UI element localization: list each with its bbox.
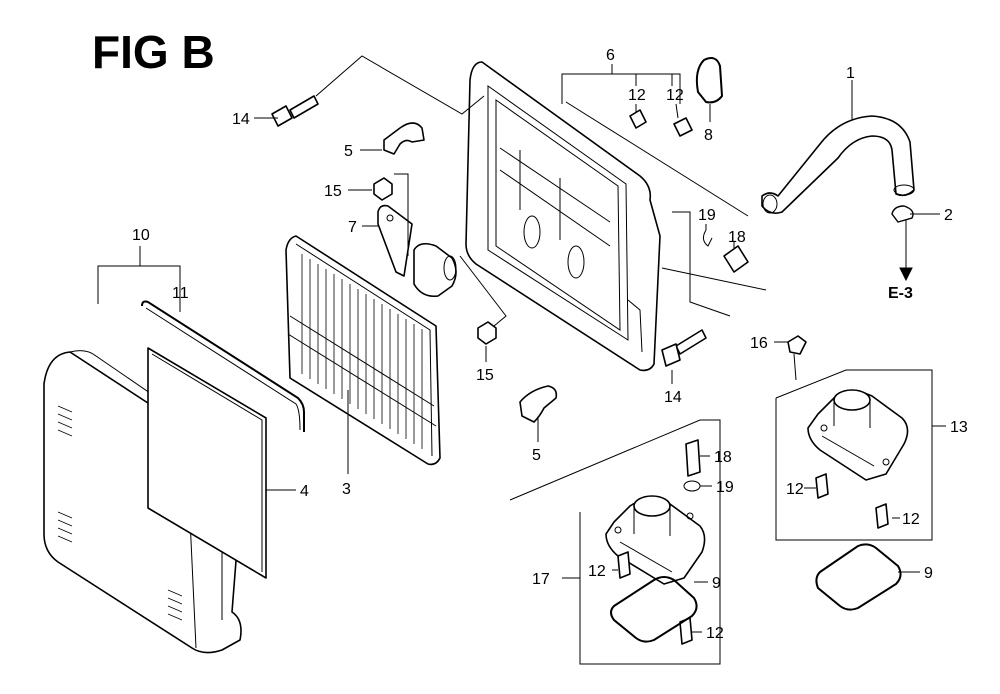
callout-labels: 1 2 3 4 5 5 6 7 8 9 9 10 11 12 12 12 12 … [132, 47, 968, 642]
callout-12c: 12 [786, 481, 804, 498]
callout-12b: 12 [666, 87, 684, 104]
callout-3: 3 [342, 481, 351, 498]
elbow-assembly-part [605, 439, 706, 645]
callout-15a: 15 [324, 183, 342, 200]
air-filter-element-part [285, 235, 441, 466]
callout-14a: 14 [232, 111, 250, 128]
callout-12e: 12 [588, 563, 606, 580]
callout-12d: 12 [902, 511, 920, 528]
clip-part [519, 385, 558, 423]
o-ring-part [702, 229, 713, 247]
callout-2: 2 [944, 207, 953, 224]
air-cleaner-case-part [465, 61, 661, 372]
callout-6: 6 [606, 47, 615, 64]
callout-14b: 14 [664, 389, 682, 406]
callout-18b: 18 [714, 449, 732, 466]
dowel-pin-part [723, 245, 749, 273]
elbow-assembly-part [787, 335, 909, 529]
callout-16: 16 [750, 335, 768, 352]
callout-8: 8 [704, 127, 713, 144]
bolt-part [271, 95, 319, 127]
callout-11: 11 [172, 285, 189, 302]
callout-5b: 5 [532, 447, 541, 464]
callout-7: 7 [348, 219, 357, 236]
callout-10: 10 [132, 227, 150, 244]
callout-19a: 19 [698, 207, 716, 224]
leader-lines [97, 55, 946, 665]
callout-4: 4 [300, 483, 309, 500]
gasket-part [610, 576, 698, 643]
pre-filter-part [147, 347, 267, 579]
callout-5a: 5 [344, 143, 353, 160]
clip-part [383, 122, 425, 155]
reference-label: E-3 [888, 285, 913, 302]
o-ring-part [695, 57, 724, 104]
callout-19b: 19 [716, 479, 734, 496]
callout-15b: 15 [476, 367, 494, 384]
bracket-part [377, 204, 457, 298]
callout-18a: 18 [728, 229, 746, 246]
callout-12a: 12 [628, 87, 646, 104]
callout-12f: 12 [706, 625, 724, 642]
breather-tube-part [761, 115, 915, 214]
callout-13: 13 [950, 419, 968, 436]
figure-title: FIG B [92, 26, 215, 78]
callout-1: 1 [846, 65, 855, 82]
callout-9a: 9 [924, 565, 933, 582]
seal-part [141, 300, 305, 432]
nut-part [373, 177, 497, 345]
callout-17: 17 [532, 571, 550, 588]
callout-9b: 9 [712, 575, 721, 592]
tube-clip-part [891, 205, 914, 223]
gasket-part [815, 543, 902, 611]
bolt-part [661, 329, 707, 367]
collar-part [629, 109, 693, 137]
